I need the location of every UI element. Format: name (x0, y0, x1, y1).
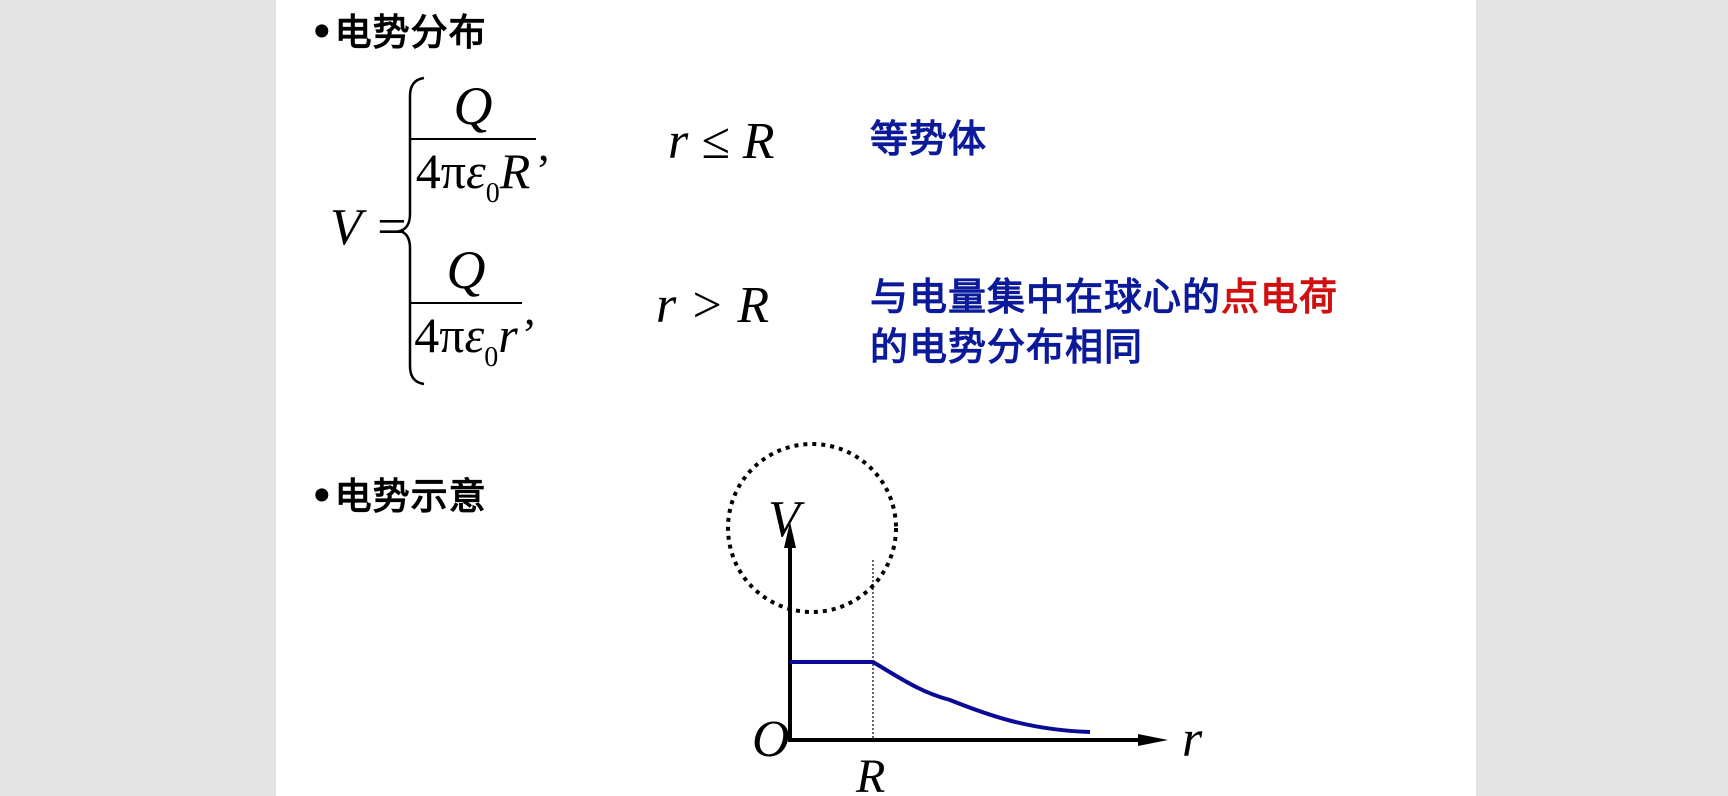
R-tick-label: R (855, 750, 885, 796)
condition-case1: r ≤ R (668, 113, 775, 170)
fraction-case1: Q 4πε0R (410, 76, 536, 223)
note-equipotential: 等势体 (870, 117, 988, 161)
numerator: Q (446, 240, 486, 300)
fraction-case2: Q 4πε0r (410, 240, 522, 387)
left-brace-icon (395, 76, 425, 386)
slide-page: •电势分布 V = Q 4πε0R , r ≤ R 等势体 Q 4πε0r , … (276, 0, 1476, 796)
numerator: Q (453, 76, 493, 136)
denominator: 4πε0R (415, 143, 531, 209)
section-heading-potential-distribution: •电势分布 (310, 2, 487, 56)
fraction-bar (410, 302, 522, 304)
section-heading-potential-sketch: •电势示意 (310, 466, 487, 520)
highlight-point-charge: 点电荷 (1221, 275, 1339, 319)
sphere-outline (726, 442, 898, 614)
comma: , (524, 283, 536, 334)
bullet: • (310, 475, 335, 518)
denominator: 4πε0r (414, 307, 518, 373)
origin-label: O (752, 711, 790, 768)
v-axis-arrow (784, 522, 796, 548)
potential-chart: V O r R (726, 442, 1203, 796)
condition-case2: r > R (656, 277, 770, 334)
comma: , (538, 119, 550, 170)
v-axis-label: V (768, 491, 805, 548)
r-axis-arrow (1138, 734, 1168, 746)
heading-text: 电势示意 (334, 475, 487, 518)
heading-text: 电势分布 (334, 11, 487, 54)
note-point-charge: 与电量集中在球心的点电荷 的电势分布相同 (870, 275, 1339, 369)
fraction-bar (410, 138, 536, 140)
formula-lhs: V = (330, 199, 409, 256)
r-axis-label: r (1182, 711, 1203, 768)
bullet: • (310, 11, 335, 54)
potential-curve (790, 660, 1091, 734)
